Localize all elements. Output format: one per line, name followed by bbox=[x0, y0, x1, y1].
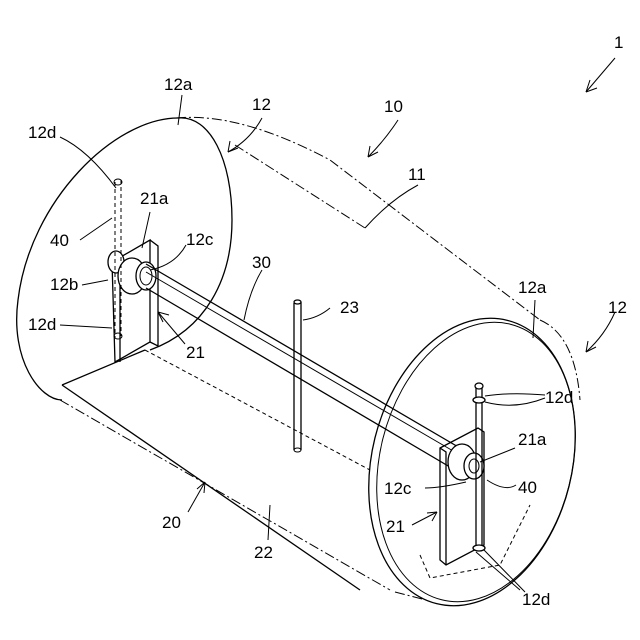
label-12c-left: 12c bbox=[186, 230, 214, 249]
label-12d-left-top: 12d bbox=[28, 123, 56, 142]
label-12d-right-top: 12d bbox=[545, 388, 573, 407]
label-12d-right-bottom: 12d bbox=[522, 590, 550, 609]
label-40-left: 40 bbox=[50, 231, 69, 250]
left-hub-12c bbox=[118, 258, 156, 294]
label-12b: 12b bbox=[50, 275, 78, 294]
label-12a-left: 12a bbox=[164, 75, 193, 94]
label-12-left: 12 bbox=[252, 95, 271, 114]
label-12d-left-bottom: 12d bbox=[28, 315, 56, 334]
label-40-right: 40 bbox=[518, 478, 537, 497]
label-11: 11 bbox=[408, 165, 426, 184]
label-21-left: 21 bbox=[186, 343, 205, 362]
label-21-right: 21 bbox=[386, 517, 405, 536]
label-12-right: 12 bbox=[608, 298, 627, 317]
label-20: 20 bbox=[162, 513, 181, 532]
label-12a-right: 12a bbox=[518, 278, 547, 297]
label-21a-right: 21a bbox=[518, 430, 547, 449]
label-12c-right: 12c bbox=[384, 479, 412, 498]
label-23: 23 bbox=[340, 298, 359, 317]
label-10: 10 bbox=[384, 97, 403, 116]
base-plate-22 bbox=[62, 350, 370, 590]
label-21a-left: 21a bbox=[140, 189, 169, 208]
label-30: 30 bbox=[252, 253, 271, 272]
label-1: 1 bbox=[614, 33, 623, 52]
label-22: 22 bbox=[254, 543, 273, 562]
